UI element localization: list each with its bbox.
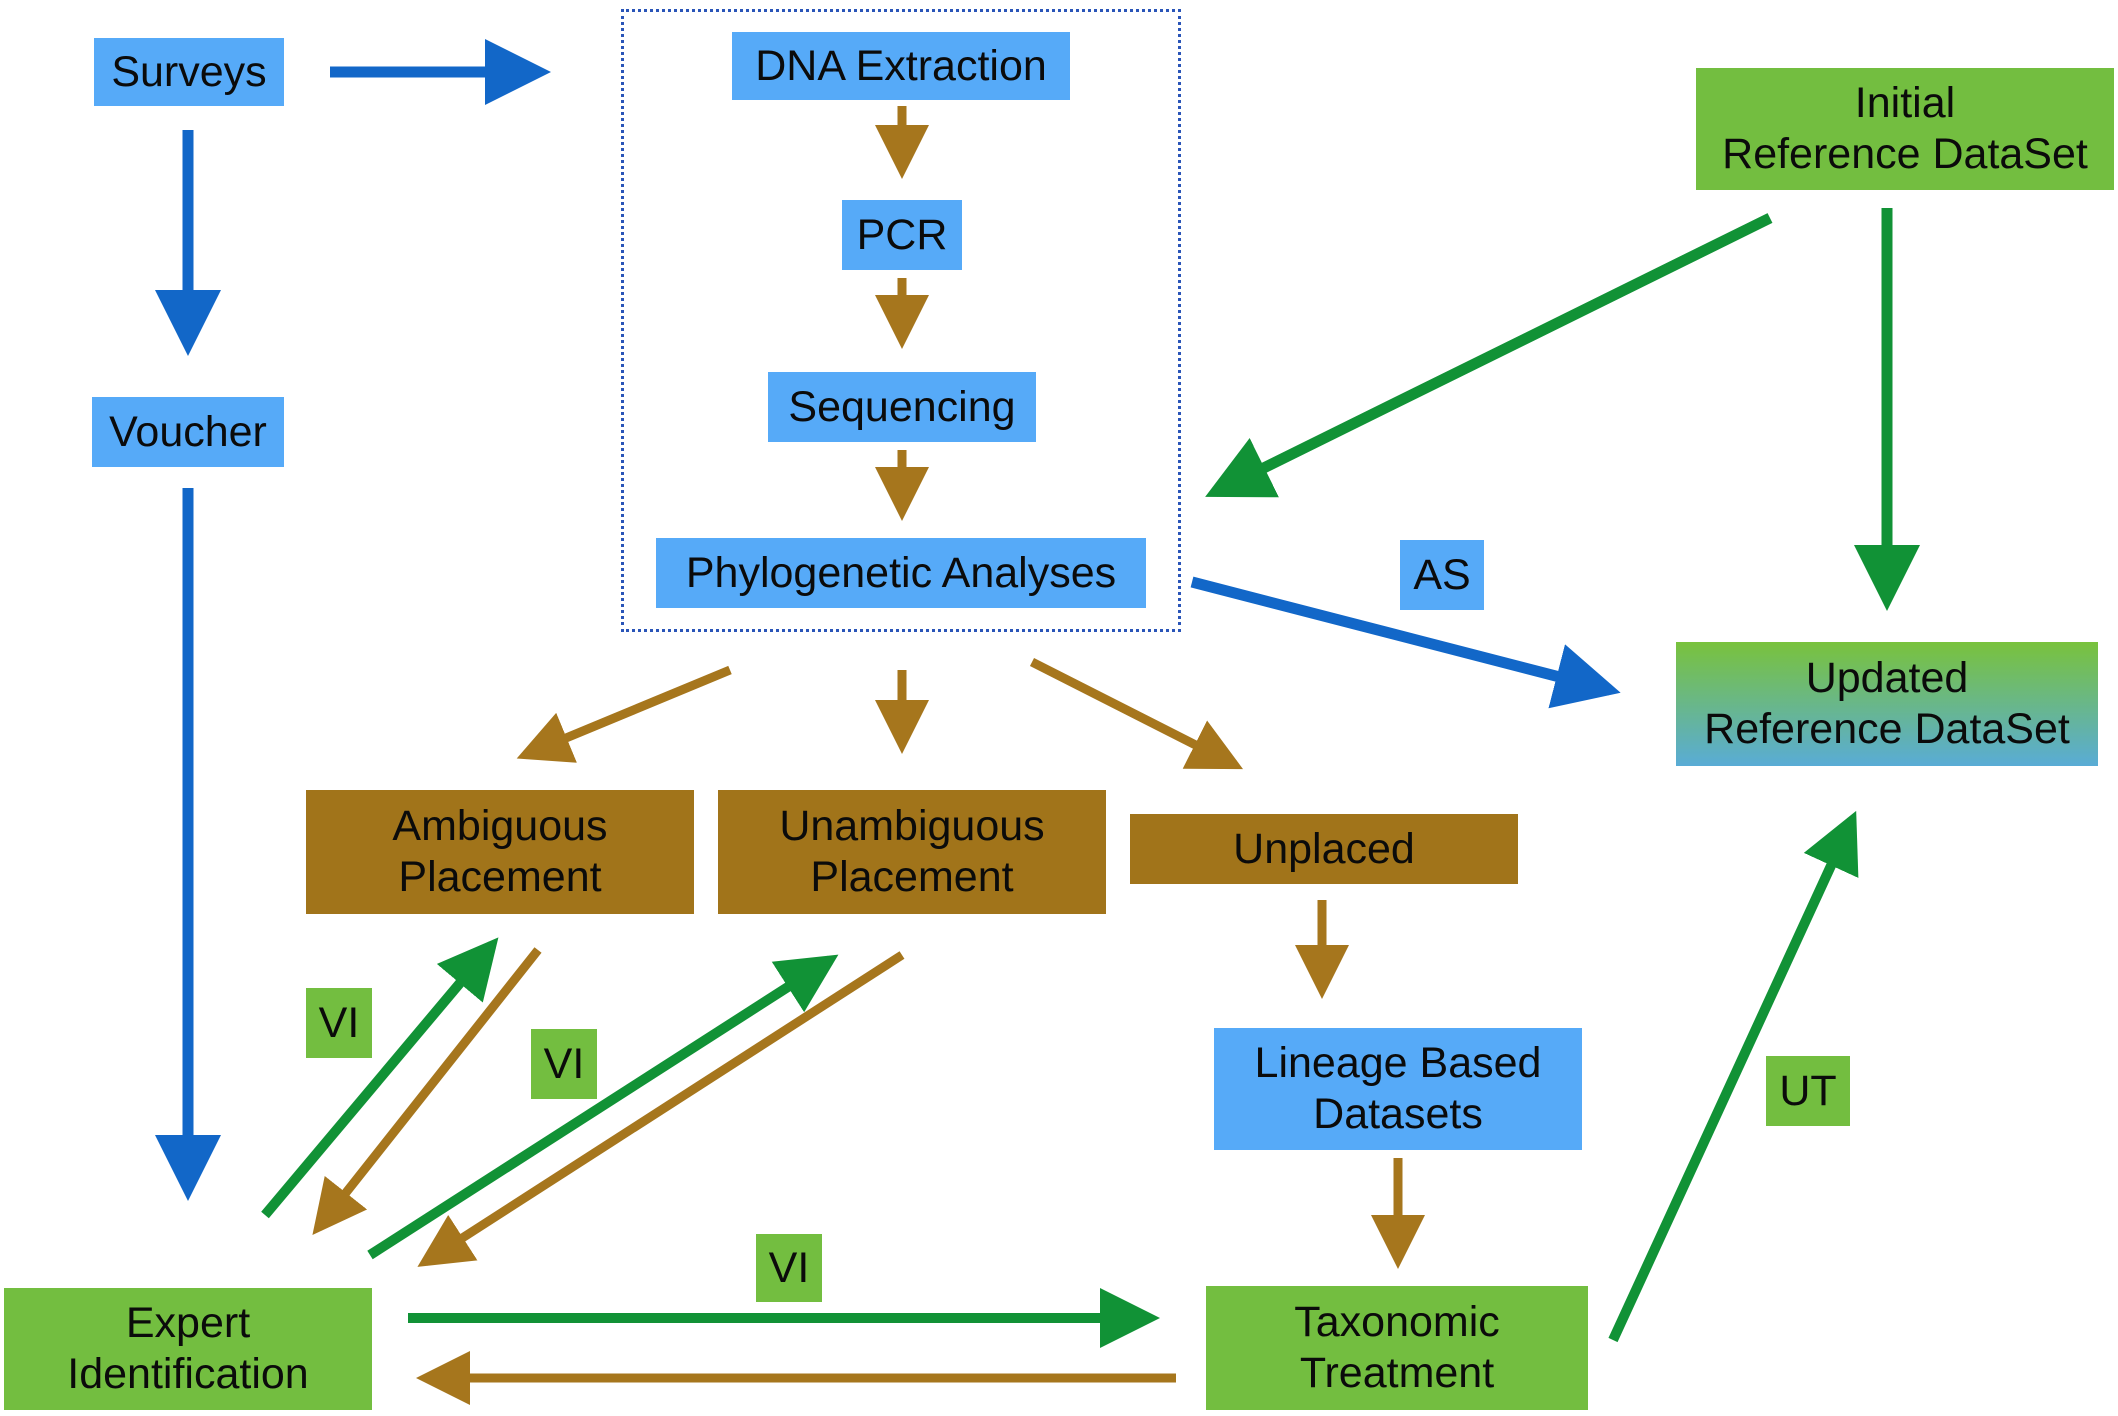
node-initial-reference: Initial Reference DataSet	[1696, 68, 2114, 190]
node-surveys: Surveys	[94, 38, 284, 106]
node-ambiguous-line2: Placement	[398, 853, 602, 901]
node-expert-line2: Identification	[67, 1350, 309, 1398]
node-ambiguous-placement: Ambiguous Placement	[306, 790, 694, 914]
node-voucher-label: Voucher	[109, 407, 267, 456]
node-phylogenetic-analyses: Phylogenetic Analyses	[656, 538, 1146, 608]
arrow-expert-to-unambiguous	[367, 954, 839, 1260]
node-lineage-line2: Datasets	[1313, 1090, 1483, 1138]
arrow-ambiguous-to-expert	[312, 947, 542, 1236]
node-dna-extraction: DNA Extraction	[732, 32, 1070, 100]
node-taxonomic-line2: Treatment	[1299, 1349, 1495, 1397]
edge-label-vi-unambiguous-text: VI	[543, 1039, 585, 1088]
arrow-phylo-to-updated	[1190, 576, 1621, 709]
edge-label-vi-taxonomic: VI	[756, 1234, 822, 1302]
node-unambiguous-placement: Unambiguous Placement	[718, 790, 1106, 914]
edge-label-ut: UT	[1766, 1056, 1850, 1126]
node-ambiguous-line1: Ambiguous	[392, 802, 608, 851]
node-surveys-label: Surveys	[111, 47, 267, 96]
node-phylogenetic-analyses-label: Phylogenetic Analyses	[685, 548, 1117, 597]
node-unplaced-label: Unplaced	[1233, 824, 1415, 873]
node-sequencing-label: Sequencing	[788, 382, 1016, 431]
arrow-initial-to-phylo	[1205, 213, 1773, 498]
node-pcr: PCR	[842, 200, 962, 270]
edge-label-vi-taxonomic-text: VI	[768, 1243, 810, 1292]
node-pcr-label: PCR	[856, 210, 948, 259]
edge-label-as-text: AS	[1413, 550, 1471, 599]
arrow-phylo-to-ambiguous	[516, 665, 732, 763]
node-updated-line2: Reference DataSet	[1704, 705, 2070, 753]
arrow-taxonomic-to-updated	[1608, 810, 1859, 1343]
node-lineage-line1: Lineage Based	[1254, 1039, 1542, 1088]
edge-label-vi-ambiguous: VI	[306, 988, 372, 1058]
node-lineage-datasets: Lineage Based Datasets	[1214, 1028, 1582, 1150]
edge-label-vi-unambiguous: VI	[531, 1029, 597, 1099]
node-taxonomic-treatment: Taxonomic Treatment	[1206, 1286, 1588, 1410]
node-dna-extraction-label: DNA Extraction	[755, 41, 1047, 90]
edge-label-as: AS	[1400, 540, 1484, 610]
node-initial-line1: Initial	[1854, 79, 1956, 128]
node-updated-line1: Updated	[1805, 654, 1969, 703]
node-unambiguous-line1: Unambiguous	[779, 802, 1045, 851]
node-unambiguous-line2: Placement	[810, 853, 1014, 901]
node-sequencing: Sequencing	[768, 372, 1036, 442]
node-taxonomic-line1: Taxonomic	[1294, 1298, 1500, 1347]
arrow-expert-to-ambiguous	[261, 937, 499, 1219]
node-voucher: Voucher	[92, 397, 284, 467]
node-expert-line1: Expert	[125, 1299, 251, 1348]
node-initial-line2: Reference DataSet	[1722, 130, 2088, 178]
node-expert-identification: Expert Identification	[4, 1288, 372, 1410]
arrow-phylo-to-unplaced	[1029, 657, 1244, 770]
node-updated-reference: Updated Reference DataSet	[1676, 642, 2098, 766]
edge-label-vi-ambiguous-text: VI	[318, 998, 360, 1047]
node-unplaced: Unplaced	[1130, 814, 1518, 884]
edge-label-ut-text: UT	[1779, 1066, 1837, 1115]
molecular-pipeline-group	[621, 9, 1181, 632]
